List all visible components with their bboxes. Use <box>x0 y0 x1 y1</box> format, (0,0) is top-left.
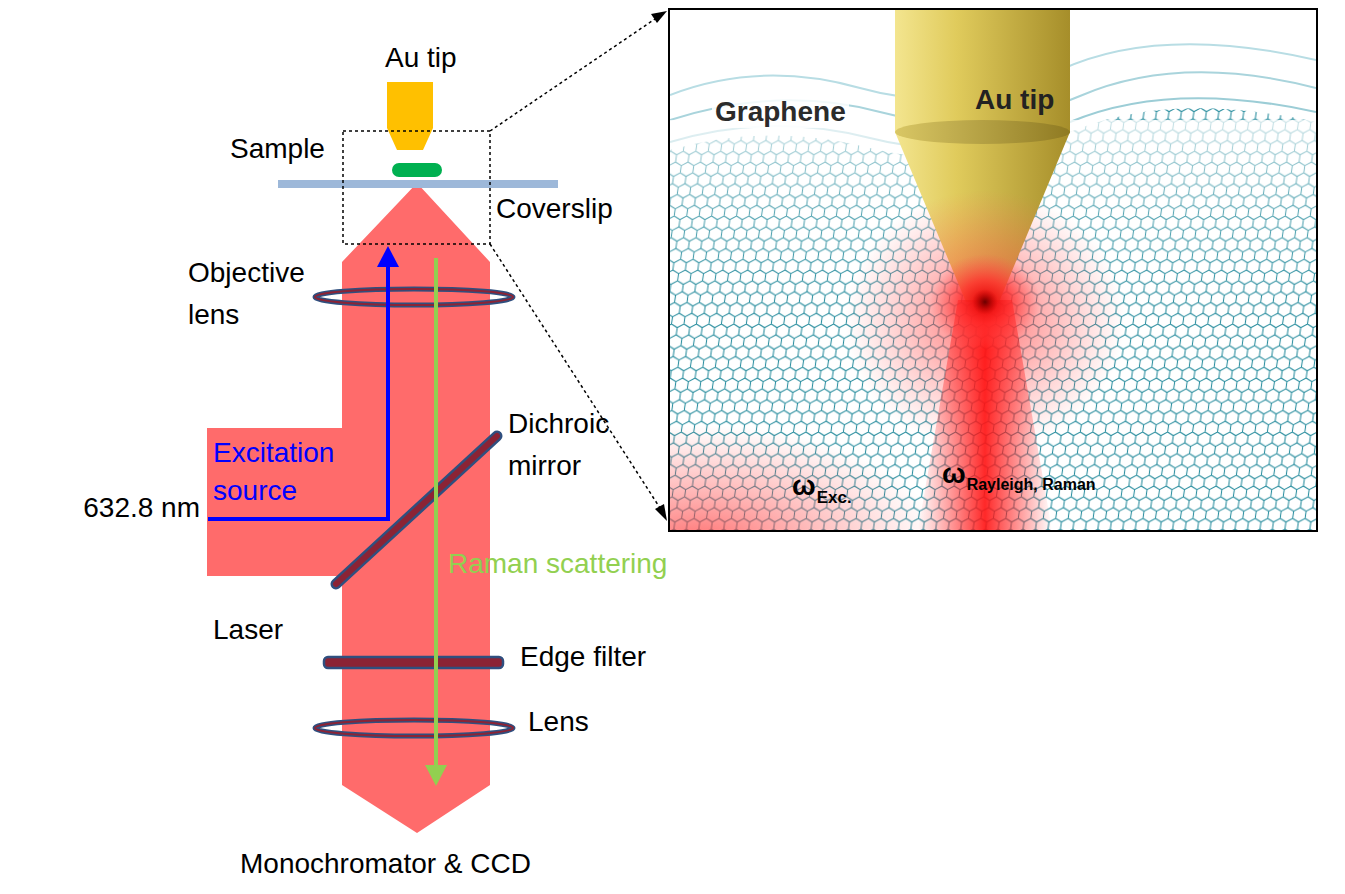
hot-spot <box>930 254 1040 350</box>
laser-box: Excitation sourceLaser <box>207 428 342 613</box>
signal-label: Raman scattering <box>448 548 667 580</box>
zoom-leader <box>490 244 660 508</box>
lens <box>315 720 513 736</box>
part-label: Edge filter <box>520 641 646 673</box>
frequency-subscript: Exc. <box>817 488 852 508</box>
sample <box>392 163 442 177</box>
excitation-glow <box>670 425 940 530</box>
part-label: Sample <box>230 133 325 165</box>
inset-panel: Graphene Au tip <box>668 8 1318 532</box>
graphene-label: Graphene <box>712 96 849 128</box>
au-tip <box>387 82 433 128</box>
edge-filter <box>324 657 503 668</box>
arrow-head <box>651 11 667 23</box>
zoom-box <box>343 131 490 244</box>
au-tip-body: Au tip <box>895 10 1070 130</box>
raman-path <box>434 258 438 768</box>
arrow-head <box>655 504 667 521</box>
part-label: Monochromator & CCD <box>240 848 531 880</box>
arrow-head <box>377 246 399 267</box>
part-label: Coverslip <box>496 193 613 225</box>
zoom-leader <box>490 19 655 131</box>
lens <box>315 720 513 736</box>
hot-spot-core <box>972 289 998 315</box>
frequency-symbol: ω <box>792 470 816 502</box>
frequency-subscript: Rayleigh, Raman <box>967 476 1096 494</box>
frequency-symbol: ω <box>942 458 966 490</box>
au-tip-label: Au tip <box>975 84 1070 116</box>
part-label: Lens <box>528 706 589 738</box>
au-tip-rim <box>895 120 1070 144</box>
objective-lens <box>315 289 513 305</box>
inset-illustration <box>670 10 1316 530</box>
arrow-head <box>425 765 447 786</box>
objective-lens <box>315 289 513 305</box>
coverslip <box>278 180 558 188</box>
au-tip-cylinder <box>895 10 1070 132</box>
wavelength-label: 632.8 nm <box>83 492 200 524</box>
source-label: Excitation source <box>213 434 336 510</box>
part-label: Dichroic mirror <box>508 403 633 487</box>
part-label: Objective lens <box>188 252 323 336</box>
laser-label: Laser <box>213 614 283 646</box>
part-label: Au tip <box>385 42 457 74</box>
